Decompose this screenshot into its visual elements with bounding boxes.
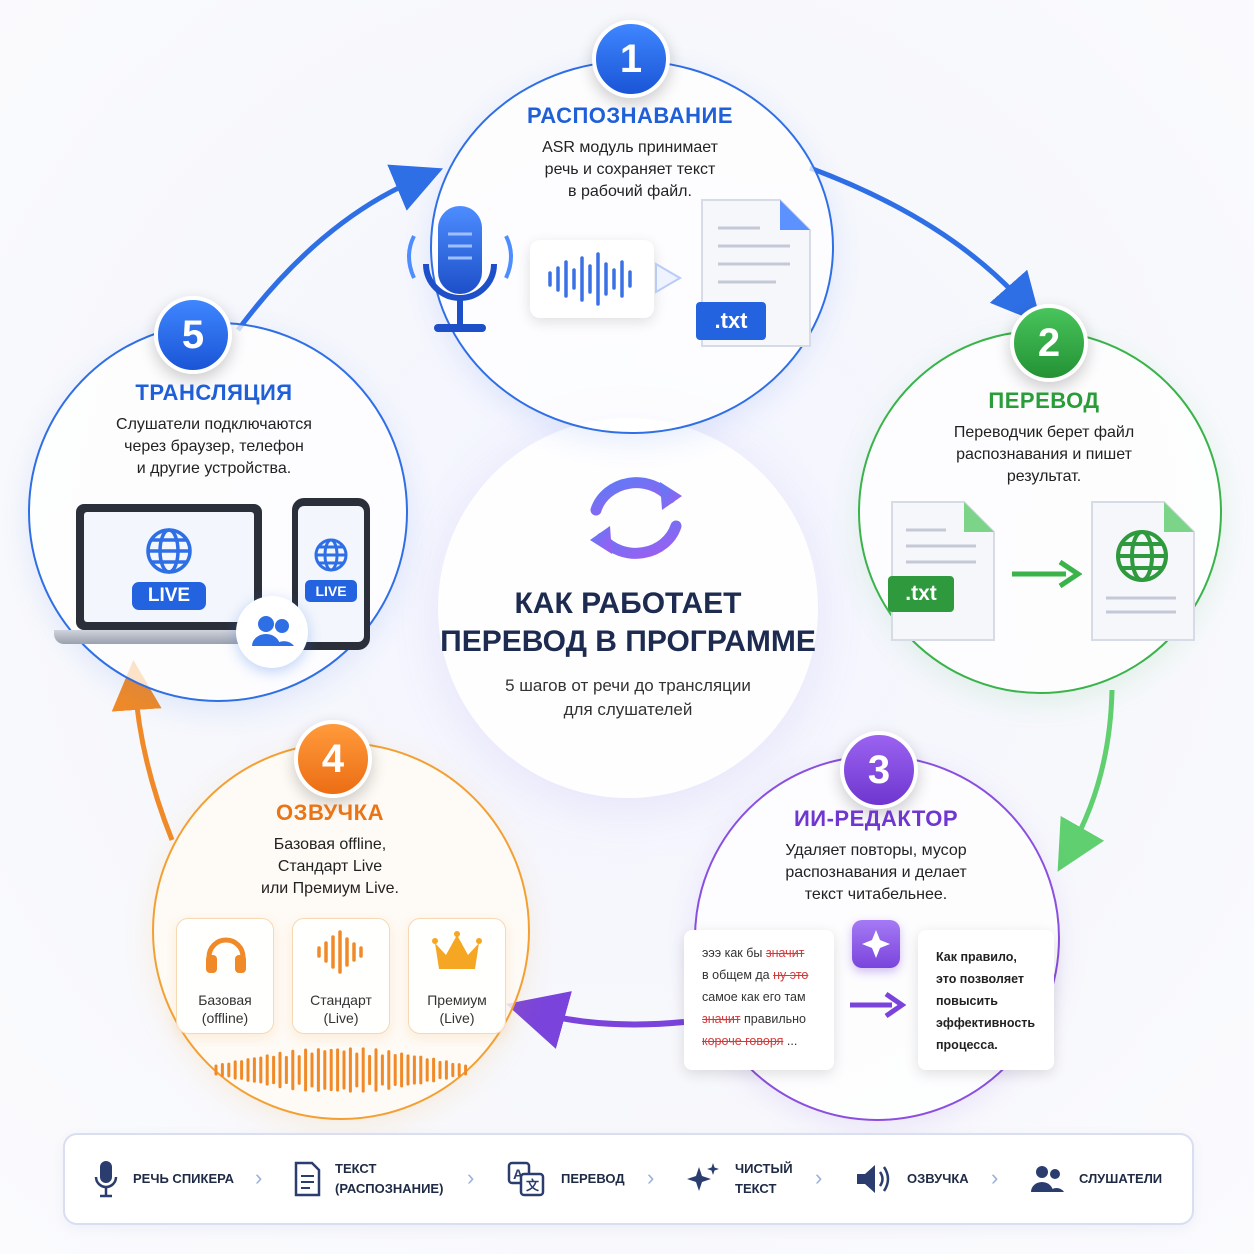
step5-title: ТРАНСЛЯЦИЯ: [135, 380, 293, 405]
arrow-4-to-5: [111, 660, 175, 841]
step1-badge: 1: [592, 20, 670, 98]
live-badge: LIVE: [305, 580, 357, 602]
clean-text-card: Как правило, это позволяет повысить эффе…: [918, 930, 1054, 1070]
ai-sparkle-icon: [852, 920, 900, 968]
svg-text:A: A: [513, 1166, 523, 1182]
page-subtitle: 5 шагов от речи до трансляции для слушат…: [505, 676, 751, 719]
pipeline-item-listeners: СЛУШАТЕЛИ: [1029, 1135, 1162, 1223]
waveform-card: [530, 240, 654, 318]
speaker-icon: [857, 1165, 890, 1193]
step4-badge: 4: [294, 720, 372, 798]
sync-icon: [590, 477, 682, 559]
waveform-icon: [548, 252, 632, 306]
arrow-right-icon: [1012, 559, 1082, 589]
live-badge: LIVE: [132, 582, 206, 610]
step3-desc: Удаляет повторы, мусор распознавания и д…: [785, 842, 967, 903]
step2-source-file-icon: .txt: [888, 500, 996, 642]
arrow-right-icon: [850, 991, 906, 1019]
step2-desc: Переводчик берет файл распознавания и пи…: [953, 424, 1135, 485]
step2-title: ПЕРЕВОД: [988, 388, 1100, 413]
step2-translated-file-icon: [1088, 500, 1196, 642]
arrow-right-icon: [655, 262, 682, 294]
step1-title: РАСПОЗНАВАНИЕ: [526, 103, 733, 128]
globe-icon: [1116, 530, 1168, 582]
arrow-3-to-4: [506, 991, 685, 1049]
step3-title: ИИ-РЕДАКТОР: [793, 806, 958, 831]
voice-option-basic[interactable]: Базовая(offline): [176, 918, 274, 1034]
chevron-right-icon: ›: [255, 1165, 263, 1190]
arrow-1-to-2: [809, 165, 1042, 324]
step4-desc: Базовая offline, Стандарт Live или Преми…: [261, 836, 399, 897]
phone-icon: LIVE: [292, 498, 370, 650]
chevron-right-icon: ›: [647, 1165, 655, 1190]
translate-icon: A文: [507, 1161, 545, 1197]
page-title: КАК РАБОТАЕТ ПЕРЕВОД В ПРОГРАММЕ: [440, 587, 816, 658]
headphones-icon: [206, 937, 246, 973]
raw-text-card: эээ как бы значит в общем да ну это само…: [684, 930, 834, 1070]
arrow-2-to-3: [1057, 689, 1115, 872]
listeners-icon: [236, 596, 308, 668]
document-icon: [294, 1161, 321, 1197]
globe-icon: [314, 538, 348, 572]
chevron-right-icon: ›: [467, 1165, 475, 1190]
step3-badge: 3: [840, 731, 918, 809]
voice-option-premium[interactable]: Премиум(Live): [408, 918, 506, 1034]
laptop-icon: LIVE: [54, 504, 284, 656]
globe-icon: [146, 528, 192, 574]
step5-desc: Слушатели подключаются через браузер, те…: [116, 416, 312, 477]
pipeline-item-speech: РЕЧЬ СПИКЕРА: [93, 1135, 234, 1223]
sparkle-icon: [687, 1163, 719, 1191]
step4-title: ОЗВУЧКА: [276, 800, 384, 825]
crown-icon: [432, 931, 482, 969]
step1-desc: ASR модуль принимает речь и сохраняет те…: [542, 139, 718, 200]
step1-file-icon: .txt: [696, 198, 812, 350]
chevron-right-icon: ›: [991, 1165, 999, 1190]
txt-file-label: .txt: [696, 302, 766, 340]
voice-option-standard[interactable]: Стандарт(Live): [292, 918, 390, 1034]
microphone-icon: [94, 1161, 118, 1198]
voice-waveform-icon: [214, 1047, 468, 1093]
step2-badge: 2: [1010, 304, 1088, 382]
txt-file-label: .txt: [888, 576, 954, 612]
microphone-icon: [407, 206, 513, 332]
pipeline-item-text: ТЕКСТ(РАСПОЗНАНИЕ): [293, 1135, 443, 1223]
chevron-right-icon: ›: [815, 1165, 823, 1190]
users-icon: [1031, 1166, 1064, 1192]
step5-badge: 5: [154, 296, 232, 374]
svg-text:文: 文: [526, 1178, 540, 1193]
waveform-icon: [317, 930, 363, 974]
pipeline-item-voiceover: ОЗВУЧКА: [855, 1135, 969, 1223]
arrow-5-to-1: [235, 164, 444, 332]
